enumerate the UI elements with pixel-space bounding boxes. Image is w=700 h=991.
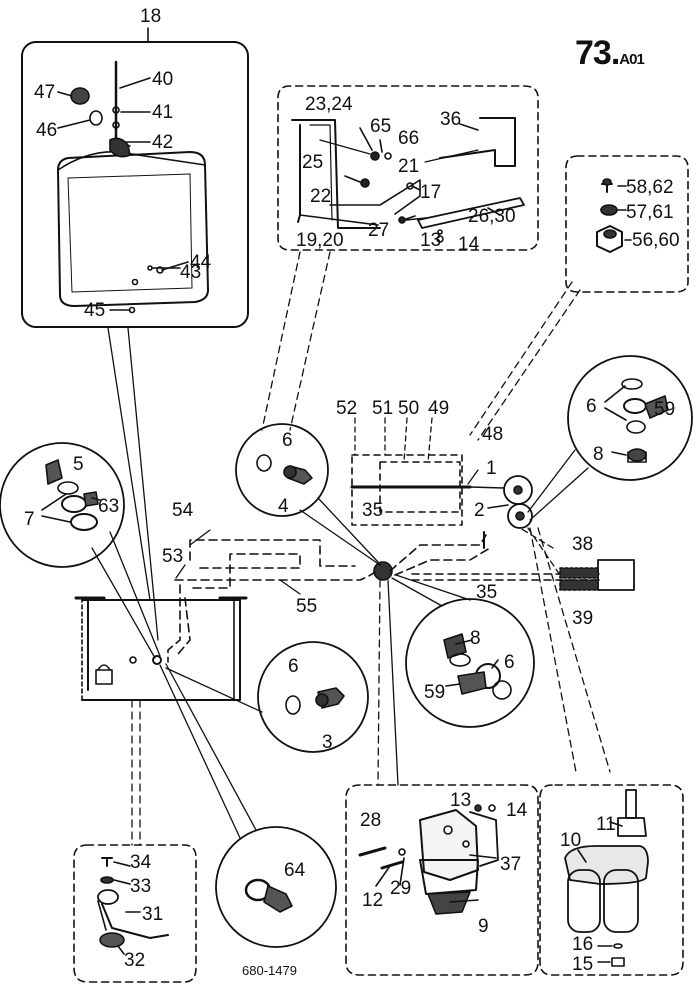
page-reference: 73.A01 [575,34,645,72]
label-23-24: 23,24 [305,94,353,115]
label-29: 29 [390,878,411,899]
connection-lines [91,251,611,846]
label-21: 21 [398,156,419,177]
label-59-banjo: 59 [424,682,445,703]
label-50: 50 [398,398,419,419]
label-36: 36 [440,109,461,130]
label-11: 11 [596,814,616,835]
part-labels: 18 40 47 41 46 42 44 43 45 23,24 65 66 3… [24,6,680,975]
fitting-circle-mid [235,423,329,517]
pump-detail-panel [345,784,539,976]
drawing-number: 680-1479 [242,963,297,978]
label-65: 65 [370,116,391,137]
fitting-circle-right [567,355,693,481]
label-58-62: 58,62 [626,177,674,198]
fitting-circle-lower [257,641,369,753]
label-48: 48 [482,424,503,445]
label-1: 1 [486,458,497,479]
label-10: 10 [560,830,581,851]
label-8-banjo: 8 [470,628,481,649]
label-3: 3 [322,732,333,753]
label-45: 45 [84,300,105,321]
label-39: 39 [572,608,593,629]
label-12: 12 [362,890,383,911]
label-40: 40 [152,69,173,90]
label-32: 32 [124,950,145,971]
label-18: 18 [140,6,161,27]
label-52: 52 [336,398,357,419]
label-54: 54 [172,500,194,521]
label-17: 17 [420,182,441,203]
label-56-60: 56,60 [632,230,680,251]
label-16: 16 [572,934,593,955]
label-34: 34 [130,852,152,873]
label-6-banjo: 6 [504,652,515,673]
label-64: 64 [284,860,306,881]
label-35-upper: 35 [362,500,383,521]
fitting-circle-left [0,442,125,568]
label-7: 7 [24,509,35,530]
label-44: 44 [190,252,212,273]
label-59-right: 59 [654,399,675,420]
label-46: 46 [36,120,57,141]
label-6-mid: 6 [282,430,293,451]
label-43: 43 [180,262,201,283]
label-37: 37 [500,854,521,875]
label-9: 9 [478,916,489,937]
label-53: 53 [162,546,183,567]
label-14-pump: 14 [506,800,528,821]
label-4: 4 [278,496,289,517]
label-49: 49 [428,398,449,419]
bracket-detail-panel [277,85,539,251]
label-55: 55 [296,596,317,617]
fitting-circle-64 [215,826,337,948]
label-26-30: 26,30 [468,206,516,227]
label-35-lower: 35 [476,582,497,603]
label-19-20: 19,20 [296,230,344,251]
label-6-lower: 6 [288,656,299,677]
central-assembly [74,454,635,701]
label-41: 41 [152,102,173,123]
label-8-right: 8 [593,444,604,465]
label-13-pump: 13 [450,790,471,811]
label-28: 28 [360,810,381,831]
label-51: 51 [372,398,393,419]
label-27: 27 [368,220,389,241]
label-57-61: 57,61 [626,202,674,223]
fitting-circle-banjo [405,598,535,728]
filter-detail-panel [539,784,684,976]
label-47: 47 [34,82,55,103]
label-38: 38 [572,534,593,555]
label-42: 42 [152,132,173,153]
label-66: 66 [398,128,419,149]
tank-detail-panel [21,27,249,328]
label-13-top: 13 [420,230,441,251]
label-63: 63 [98,496,119,517]
label-15: 15 [572,954,593,975]
label-31: 31 [142,904,163,925]
hardware-detail-panel [565,155,689,293]
label-33: 33 [130,876,151,897]
label-14-top: 14 [458,234,480,255]
label-6-right: 6 [586,396,597,417]
drain-detail-panel [73,844,197,983]
label-5: 5 [73,454,84,475]
label-2: 2 [474,500,485,521]
label-25: 25 [302,152,323,173]
label-22: 22 [310,186,331,207]
